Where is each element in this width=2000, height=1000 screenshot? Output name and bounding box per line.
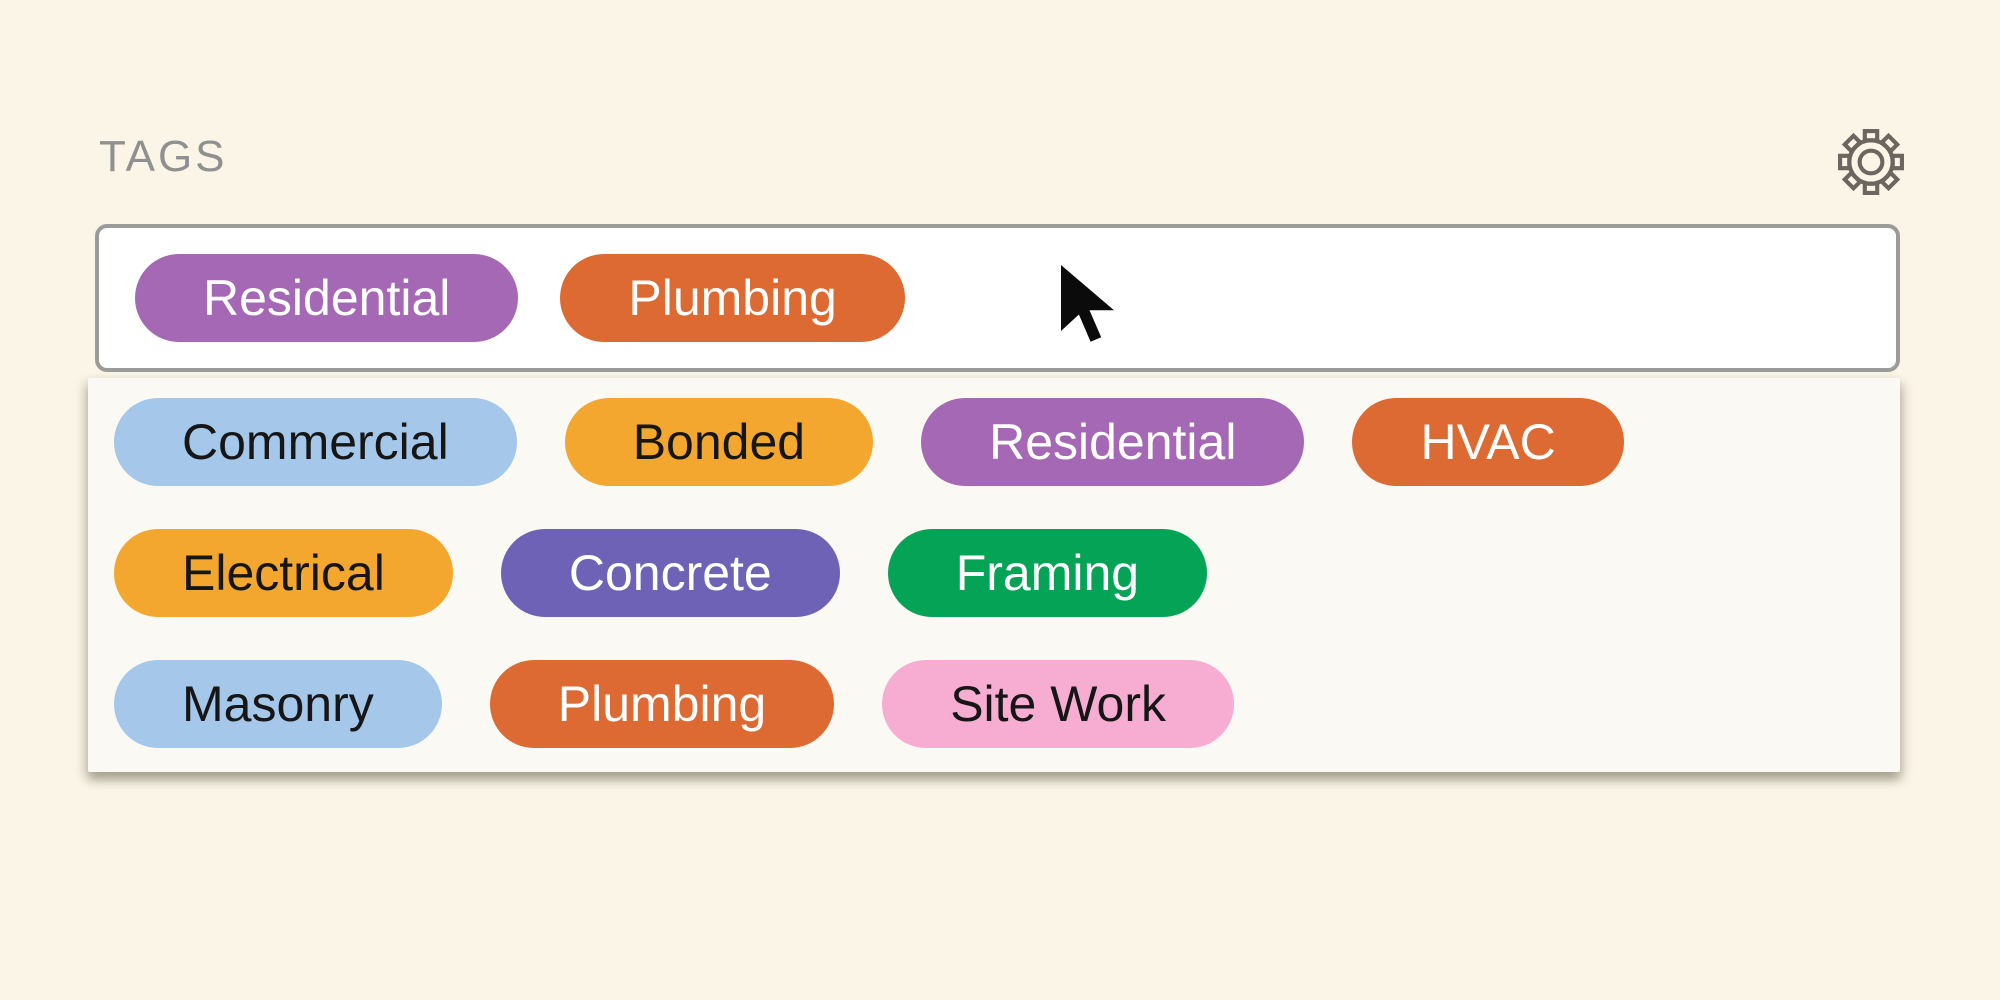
tag-option-bonded[interactable]: Bonded bbox=[564, 398, 874, 486]
selected-tag-residential[interactable]: Residential bbox=[135, 254, 519, 342]
gear-icon bbox=[1838, 129, 1904, 198]
tag-option-site-work[interactable]: Site Work bbox=[882, 660, 1234, 748]
tag-option-hvac[interactable]: HVAC bbox=[1352, 398, 1624, 486]
tag-option-residential[interactable]: Residential bbox=[921, 398, 1305, 486]
selected-tags: Residential Plumbing bbox=[135, 254, 905, 342]
dropdown-row-1: Commercial Bonded Residential HVAC bbox=[114, 398, 1874, 486]
tag-option-framing[interactable]: Framing bbox=[887, 529, 1208, 617]
tag-option-concrete[interactable]: Concrete bbox=[500, 529, 840, 617]
dropdown-row-3: Masonry Plumbing Site Work bbox=[114, 660, 1874, 748]
dropdown-row-2: Electrical Concrete Framing bbox=[114, 529, 1874, 617]
tag-option-commercial[interactable]: Commercial bbox=[114, 398, 517, 486]
tag-option-masonry[interactable]: Masonry bbox=[114, 660, 442, 748]
tag-dropdown: Commercial Bonded Residential HVAC Electrica… bbox=[88, 378, 1900, 772]
tags-label: TAGS bbox=[99, 132, 228, 181]
tag-option-plumbing[interactable]: Plumbing bbox=[489, 660, 835, 748]
selected-tag-plumbing[interactable]: Plumbing bbox=[560, 254, 905, 342]
tag-input[interactable]: Residential Plumbing bbox=[95, 224, 1900, 372]
settings-button[interactable] bbox=[1838, 129, 1904, 195]
tag-option-electrical[interactable]: Electrical bbox=[114, 529, 453, 617]
